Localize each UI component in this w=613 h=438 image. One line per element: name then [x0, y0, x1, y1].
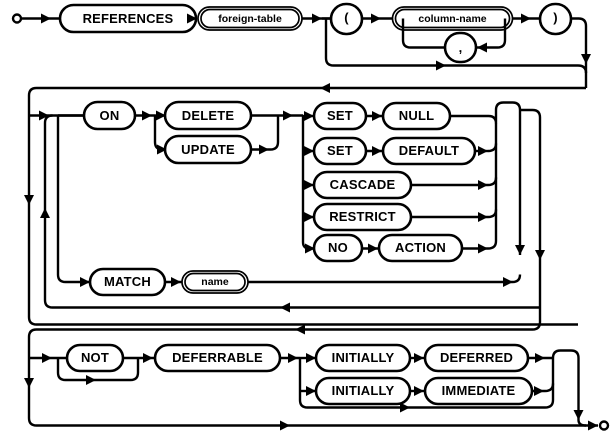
node-immediate: IMMEDIATE	[423, 376, 534, 406]
node-cascade: CASCADE	[312, 170, 413, 200]
node-initially-immediate-label: INITIALLY	[332, 383, 395, 398]
node-default: DEFAULT	[381, 136, 477, 166]
rail-action-join	[411, 101, 525, 255]
node-set-default-label: SET	[327, 143, 353, 158]
rail-delete-update-fork	[153, 110, 167, 155]
node-action-label: ACTION	[395, 240, 446, 255]
rail-row1-to-row2	[571, 17, 591, 88]
node-restrict: RESTRICT	[312, 202, 413, 232]
arrowhead-initially-immediate	[414, 386, 424, 396]
arrowhead-not-deferrable	[143, 353, 153, 363]
node-rparen-label: )	[553, 10, 558, 25]
node-foreign-table: foreign-table	[197, 6, 303, 31]
node-no: NO	[312, 233, 364, 263]
node-lparen-label: (	[344, 10, 349, 25]
arrowhead-r1-d	[371, 13, 381, 24]
start-terminal	[11, 13, 60, 24]
node-on-label: ON	[100, 108, 120, 123]
node-default-label: DEFAULT	[399, 143, 459, 158]
rail-match-branch	[56, 115, 90, 287]
node-initially-immediate: INITIALLY	[314, 376, 412, 406]
comma-repeat-loop	[401, 18, 507, 53]
node-match-label: MATCH	[104, 274, 151, 289]
arrowhead-initially-deferred	[414, 353, 424, 363]
node-references-label: REFERENCES	[83, 11, 174, 26]
node-restrict-label: RESTRICT	[329, 209, 396, 224]
node-immediate-label: IMMEDIATE	[442, 383, 516, 398]
rail-initially-fork	[298, 353, 500, 413]
node-on: ON	[82, 100, 137, 131]
node-deferred: DEFERRED	[423, 343, 530, 373]
rail-section2-exit	[520, 108, 545, 322]
arrow-references-to-foreign-table	[187, 13, 197, 24]
arrowhead-deferrable-out	[288, 353, 298, 363]
end-terminal	[598, 420, 610, 431]
node-action: ACTION	[377, 233, 464, 263]
arrowhead-match-name	[171, 277, 181, 287]
node-references: REFERENCES	[58, 3, 198, 34]
node-deferred-label: DEFERRED	[440, 350, 513, 365]
arrowhead-r1-e	[521, 13, 531, 24]
node-not: NOT	[65, 343, 125, 373]
rail-not-bypass	[56, 358, 140, 385]
rail-delete-update-join	[251, 110, 303, 155]
rail-final-exit	[27, 417, 598, 431]
node-null: NULL	[381, 101, 452, 131]
node-name-label: name	[201, 276, 229, 288]
node-name: name	[181, 270, 249, 294]
node-comma: ,	[443, 31, 478, 64]
arrowhead-no-action	[368, 243, 378, 254]
rail-section2-bypass	[27, 316, 578, 326]
rail-wrap-to-section2	[24, 83, 586, 317]
node-delete-label: DELETE	[182, 108, 235, 123]
rail-wrap-to-section3	[24, 321, 542, 418]
node-set-default: SET	[312, 136, 368, 166]
node-update-label: UPDATE	[181, 142, 235, 157]
node-set-null: SET	[312, 101, 368, 131]
arrowhead-on-out	[142, 110, 152, 121]
node-initially-deferred: INITIALLY	[314, 343, 412, 373]
rail-section3-entry	[29, 353, 67, 363]
node-delete: DELETE	[163, 100, 253, 131]
node-foreign-table-label: foreign-table	[218, 13, 282, 25]
node-column-name-label: column-name	[418, 13, 486, 25]
arrowhead-setnull-null	[372, 111, 382, 121]
node-comma-label: ,	[459, 40, 463, 55]
node-cascade-label: CASCADE	[330, 177, 396, 192]
node-column-name: column-name	[391, 6, 514, 31]
rail-group-repeat-outer	[40, 114, 540, 313]
arrowhead-setdefault-default	[372, 146, 382, 156]
node-update: UPDATE	[163, 134, 253, 165]
node-no-label: NO	[328, 240, 348, 255]
node-lparen: (	[329, 2, 364, 36]
arrowhead-r1-b	[312, 13, 322, 24]
node-not-label: NOT	[81, 350, 109, 365]
node-match: MATCH	[88, 267, 167, 297]
node-deferrable: DEFERRABLE	[153, 343, 282, 373]
paren-group-bypass	[324, 18, 578, 71]
node-rparen: )	[538, 2, 573, 36]
rail-initially-join	[500, 349, 584, 420]
node-null-label: NULL	[399, 108, 434, 123]
node-set-null-label: SET	[327, 108, 353, 123]
node-initially-deferred-label: INITIALLY	[332, 350, 395, 365]
rail-match-join	[248, 274, 522, 287]
node-deferrable-label: DEFERRABLE	[172, 350, 263, 365]
rail-action-fork	[301, 111, 315, 254]
